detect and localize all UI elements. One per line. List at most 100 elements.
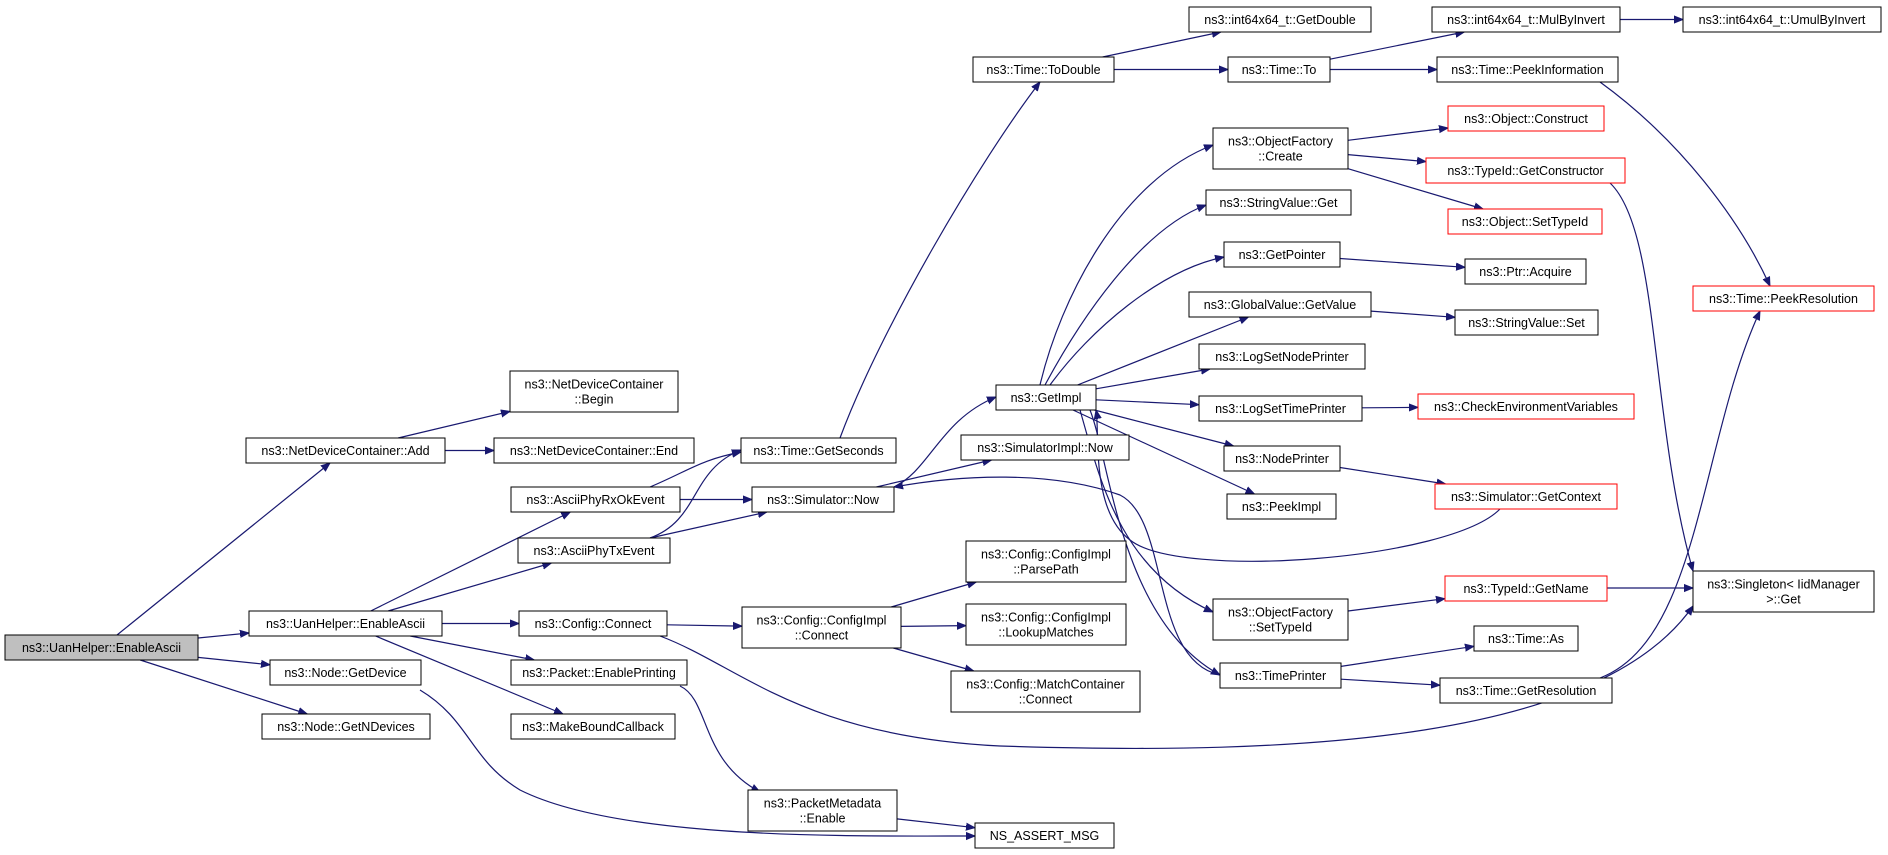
edge-getimpl-to-stringvalue_get [1044, 205, 1206, 386]
node-label: ns3::Time::As [1488, 632, 1564, 646]
edge-enableascii_root-to-node_getdevice [197, 656, 270, 664]
node-makeboundcb[interactable]: ns3::MakeBoundCallback [510, 713, 676, 740]
node-time-as[interactable]: ns3::Time::As [1473, 625, 1579, 652]
node-time-todouble[interactable]: ns3::Time::ToDouble [972, 56, 1115, 83]
node-pkt-enableprinting[interactable]: ns3::Packet::EnablePrinting [510, 659, 688, 686]
node-simimpl-now[interactable]: ns3::SimulatorImpl::Now [960, 434, 1130, 461]
edge-enableascii_root-to-uan_enableascii [197, 633, 249, 639]
edge-time_getseconds-to-time_todouble [839, 82, 1040, 439]
node-node-getndevices[interactable]: ns3::Node::GetNDevices [261, 713, 431, 740]
node-label: ns3::ObjectFactory [1228, 606, 1334, 620]
node-checkenv[interactable]: ns3::CheckEnvironmentVariables [1417, 393, 1635, 420]
node-label: ::Create [1258, 150, 1303, 164]
node-label: ::Connect [1019, 693, 1073, 707]
node-singleton-get[interactable]: ns3::Singleton< IidManager>::Get [1692, 570, 1875, 613]
edge-uan_enableascii-to-makeboundcb [375, 635, 564, 715]
node-stringvalue-set[interactable]: ns3::StringValue::Set [1454, 309, 1599, 336]
edge-cfgimpl_connect-to-cfgimpl_parsepath [891, 582, 976, 608]
node-timeprinter[interactable]: ns3::TimePrinter [1219, 662, 1342, 689]
node-ns-assert[interactable]: NS_ASSERT_MSG [974, 822, 1115, 849]
edge-objfactory_create-to-object_construct [1347, 128, 1448, 141]
node-globalvalue-getvalue[interactable]: ns3::GlobalValue::GetValue [1188, 291, 1372, 318]
node-cfgimpl-lookup[interactable]: ns3::Config::ConfigImpl::LookupMatches [965, 603, 1127, 646]
node-label: ns3::CheckEnvironmentVariables [1434, 400, 1618, 414]
node-time-getresolution[interactable]: ns3::Time::GetResolution [1439, 677, 1613, 704]
edge-sim_now-to-simimpl_now [876, 460, 991, 488]
edge-ndc_add-to-ndc_begin [397, 411, 510, 439]
node-label: ns3::Simulator::GetContext [1451, 490, 1602, 504]
edge-objfactory_create-to-object_settypeid [1347, 168, 1483, 209]
edge-pkt_enableprinting-to-pktmeta_enable [679, 685, 760, 792]
edge-time_todouble-to-int64_getdouble [1102, 32, 1221, 58]
node-objfactory-settypeid[interactable]: ns3::ObjectFactory::SetTypeId [1212, 598, 1349, 641]
edge-node_getdevice-to-ns_assert [419, 689, 975, 836]
node-stringvalue-get[interactable]: ns3::StringValue::Get [1205, 189, 1352, 216]
node-object-settypeid[interactable]: ns3::Object::SetTypeId [1447, 208, 1603, 235]
node-peekimpl[interactable]: ns3::PeekImpl [1226, 493, 1337, 520]
node-label: ns3::NodePrinter [1235, 452, 1329, 466]
node-txev[interactable]: ns3::AsciiPhyTxEvent [517, 537, 671, 564]
node-label: ns3::GlobalValue::GetValue [1204, 298, 1356, 312]
node-ndc-end[interactable]: ns3::NetDeviceContainer::End [493, 437, 695, 464]
edge-getimpl-to-globalvalue_getvalue [1077, 316, 1249, 386]
node-object-construct[interactable]: ns3::Object::Construct [1447, 105, 1605, 132]
node-int64-umulbyinvert[interactable]: ns3::int64x64_t::UmulByInvert [1682, 6, 1882, 33]
node-label: ns3::PacketMetadata [764, 797, 881, 811]
node-ptr-acquire[interactable]: ns3::Ptr::Acquire [1464, 258, 1587, 285]
node-time-peekresolution[interactable]: ns3::Time::PeekResolution [1692, 285, 1875, 312]
node-cfg-connect[interactable]: ns3::Config::Connect [518, 610, 668, 637]
edge-globalvalue_getvalue-to-stringvalue_set [1370, 310, 1455, 317]
edge-txev-to-time_getseconds [649, 449, 741, 539]
node-label: ns3::Packet::EnablePrinting [522, 666, 676, 680]
node-ndc-begin[interactable]: ns3::NetDeviceContainer::Begin [509, 370, 679, 413]
node-time-peekinformation[interactable]: ns3::Time::PeekInformation [1436, 56, 1619, 83]
node-getpointer[interactable]: ns3::GetPointer [1223, 241, 1341, 268]
node-logsetnodeprinter[interactable]: ns3::LogSetNodePrinter [1198, 343, 1366, 370]
node-rxok[interactable]: ns3::AsciiPhyRxOkEvent [510, 486, 681, 513]
node-label: ns3::GetImpl [1011, 391, 1082, 405]
node-objfactory-create[interactable]: ns3::ObjectFactory::Create [1212, 127, 1349, 170]
edge-timeprinter-to-sim_now [894, 476, 1221, 676]
edge-enableascii_root-to-ndc_add [116, 463, 330, 636]
node-int64-getdouble[interactable]: ns3::int64x64_t::GetDouble [1188, 6, 1372, 33]
node-label: ns3::Time::PeekInformation [1451, 63, 1603, 77]
edge-time_peekinformation-to-time_peekresolution [1599, 81, 1771, 286]
nodes-layer: ns3::UanHelper::EnableAscii ns3::NetDevic… [4, 6, 1882, 849]
edge-uan_enableascii-to-pkt_enableprinting [410, 635, 534, 660]
node-time-to[interactable]: ns3::Time::To [1227, 56, 1331, 83]
node-nodeprinter[interactable]: ns3::NodePrinter [1223, 445, 1341, 472]
edge-getimpl-to-logsetnodeprinter [1095, 369, 1210, 390]
node-label: ns3::Time::PeekResolution [1709, 292, 1858, 306]
node-label: ns3::AsciiPhyRxOkEvent [526, 493, 665, 507]
edge-getimpl-to-getpointer [1049, 257, 1224, 386]
node-sim-getcontext[interactable]: ns3::Simulator::GetContext [1434, 483, 1618, 510]
node-pktmeta-enable[interactable]: ns3::PacketMetadata::Enable [747, 789, 898, 832]
edge-pktmeta_enable-to-ns_assert [896, 818, 975, 828]
node-typeid-getname[interactable]: ns3::TypeId::GetName [1444, 575, 1608, 602]
node-cfgimpl-connect[interactable]: ns3::Config::ConfigImpl::Connect [741, 606, 902, 649]
node-label: ns3::ObjectFactory [1228, 135, 1334, 149]
node-label: ::SetTypeId [1249, 621, 1312, 635]
node-label: ::Connect [795, 629, 849, 643]
node-node-getdevice[interactable]: ns3::Node::GetDevice [269, 659, 422, 686]
node-cfgimpl-parsepath[interactable]: ns3::Config::ConfigImpl::ParsePath [965, 540, 1127, 583]
node-typeid-getconstructor[interactable]: ns3::TypeId::GetConstructor [1425, 157, 1626, 184]
edge-txev-to-sim_now [649, 512, 767, 539]
node-int64-mulbyinvert[interactable]: ns3::int64x64_t::MulByInvert [1431, 6, 1621, 33]
node-label: ns3::GetPointer [1239, 248, 1326, 262]
node-getimpl[interactable]: ns3::GetImpl [995, 384, 1097, 411]
node-time-getseconds[interactable]: ns3::Time::GetSeconds [740, 437, 897, 464]
node-logsettimeprinter[interactable]: ns3::LogSetTimePrinter [1198, 395, 1363, 422]
edge-typeid_getconstructor-to-singleton_get [1609, 182, 1693, 571]
node-label: ns3::NetDeviceContainer [525, 378, 664, 392]
node-sim-now[interactable]: ns3::Simulator::Now [751, 486, 895, 513]
node-enableascii-root[interactable]: ns3::UanHelper::EnableAscii [4, 634, 199, 661]
node-ndc-add[interactable]: ns3::NetDeviceContainer::Add [245, 437, 446, 464]
node-uan-enableascii[interactable]: ns3::UanHelper::EnableAscii [248, 610, 443, 637]
node-label: ::ParsePath [1013, 563, 1078, 577]
node-label: ns3::Simulator::Now [767, 493, 880, 507]
edge-timeprinter-to-time_getresolution [1340, 678, 1440, 685]
node-cfg-matchcontainer[interactable]: ns3::Config::MatchContainer::Connect [950, 670, 1141, 713]
node-label: ns3::Time::GetResolution [1456, 684, 1597, 698]
